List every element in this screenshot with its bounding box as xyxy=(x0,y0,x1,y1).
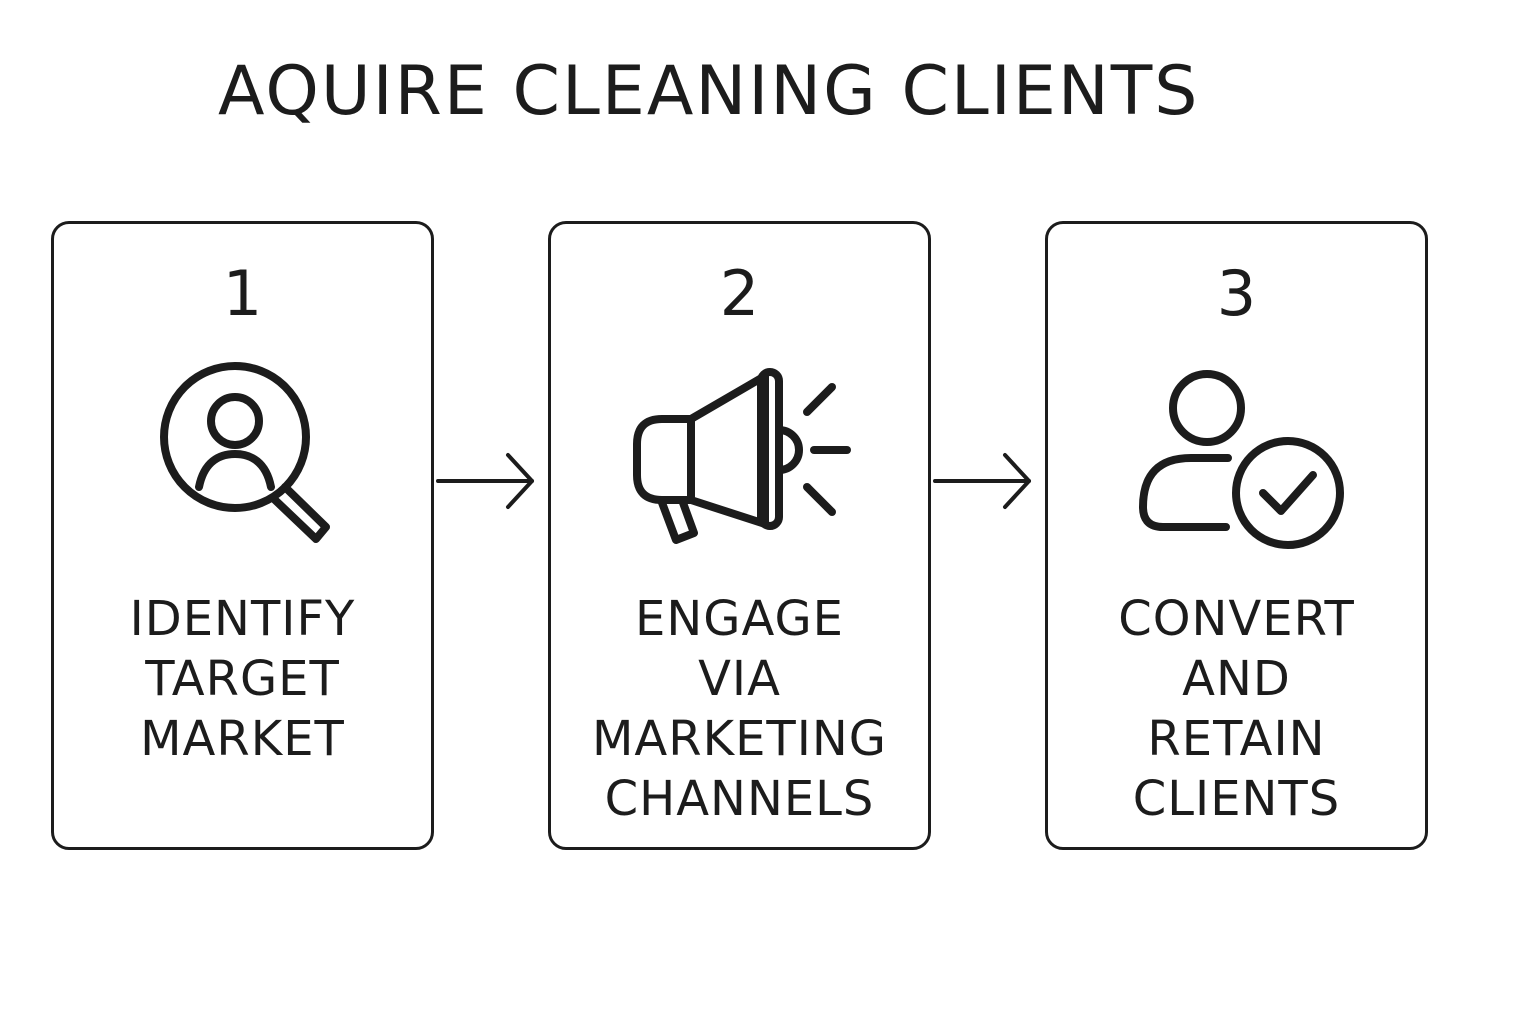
arrow-right-icon xyxy=(436,453,534,509)
step-number: 3 xyxy=(1216,257,1257,330)
diagram-title: AQUIRE CLEANING CLIENTS xyxy=(218,52,1200,131)
step-label: IDENTIFY TARGET MARKET xyxy=(129,591,356,767)
user-check-icon xyxy=(1139,370,1344,549)
step-card-convert: 3 CONVERT AND RETAIN CLIENTS xyxy=(1045,221,1428,850)
step-number: 2 xyxy=(719,257,760,330)
megaphone-icon xyxy=(633,368,851,544)
step-label: CONVERT AND RETAIN CLIENTS xyxy=(1118,591,1355,827)
step-number: 1 xyxy=(222,257,263,330)
person-search-icon xyxy=(160,362,330,543)
arrow-right-icon xyxy=(933,453,1031,509)
step-card-engage: 2 ENGAGE VIA MARKETING CHANNELS xyxy=(548,221,931,850)
step-label: ENGAGE VIA MARKETING CHANNELS xyxy=(592,591,887,827)
step-card-identify: 1 IDENTIFY TARGET MARKET xyxy=(51,221,434,850)
